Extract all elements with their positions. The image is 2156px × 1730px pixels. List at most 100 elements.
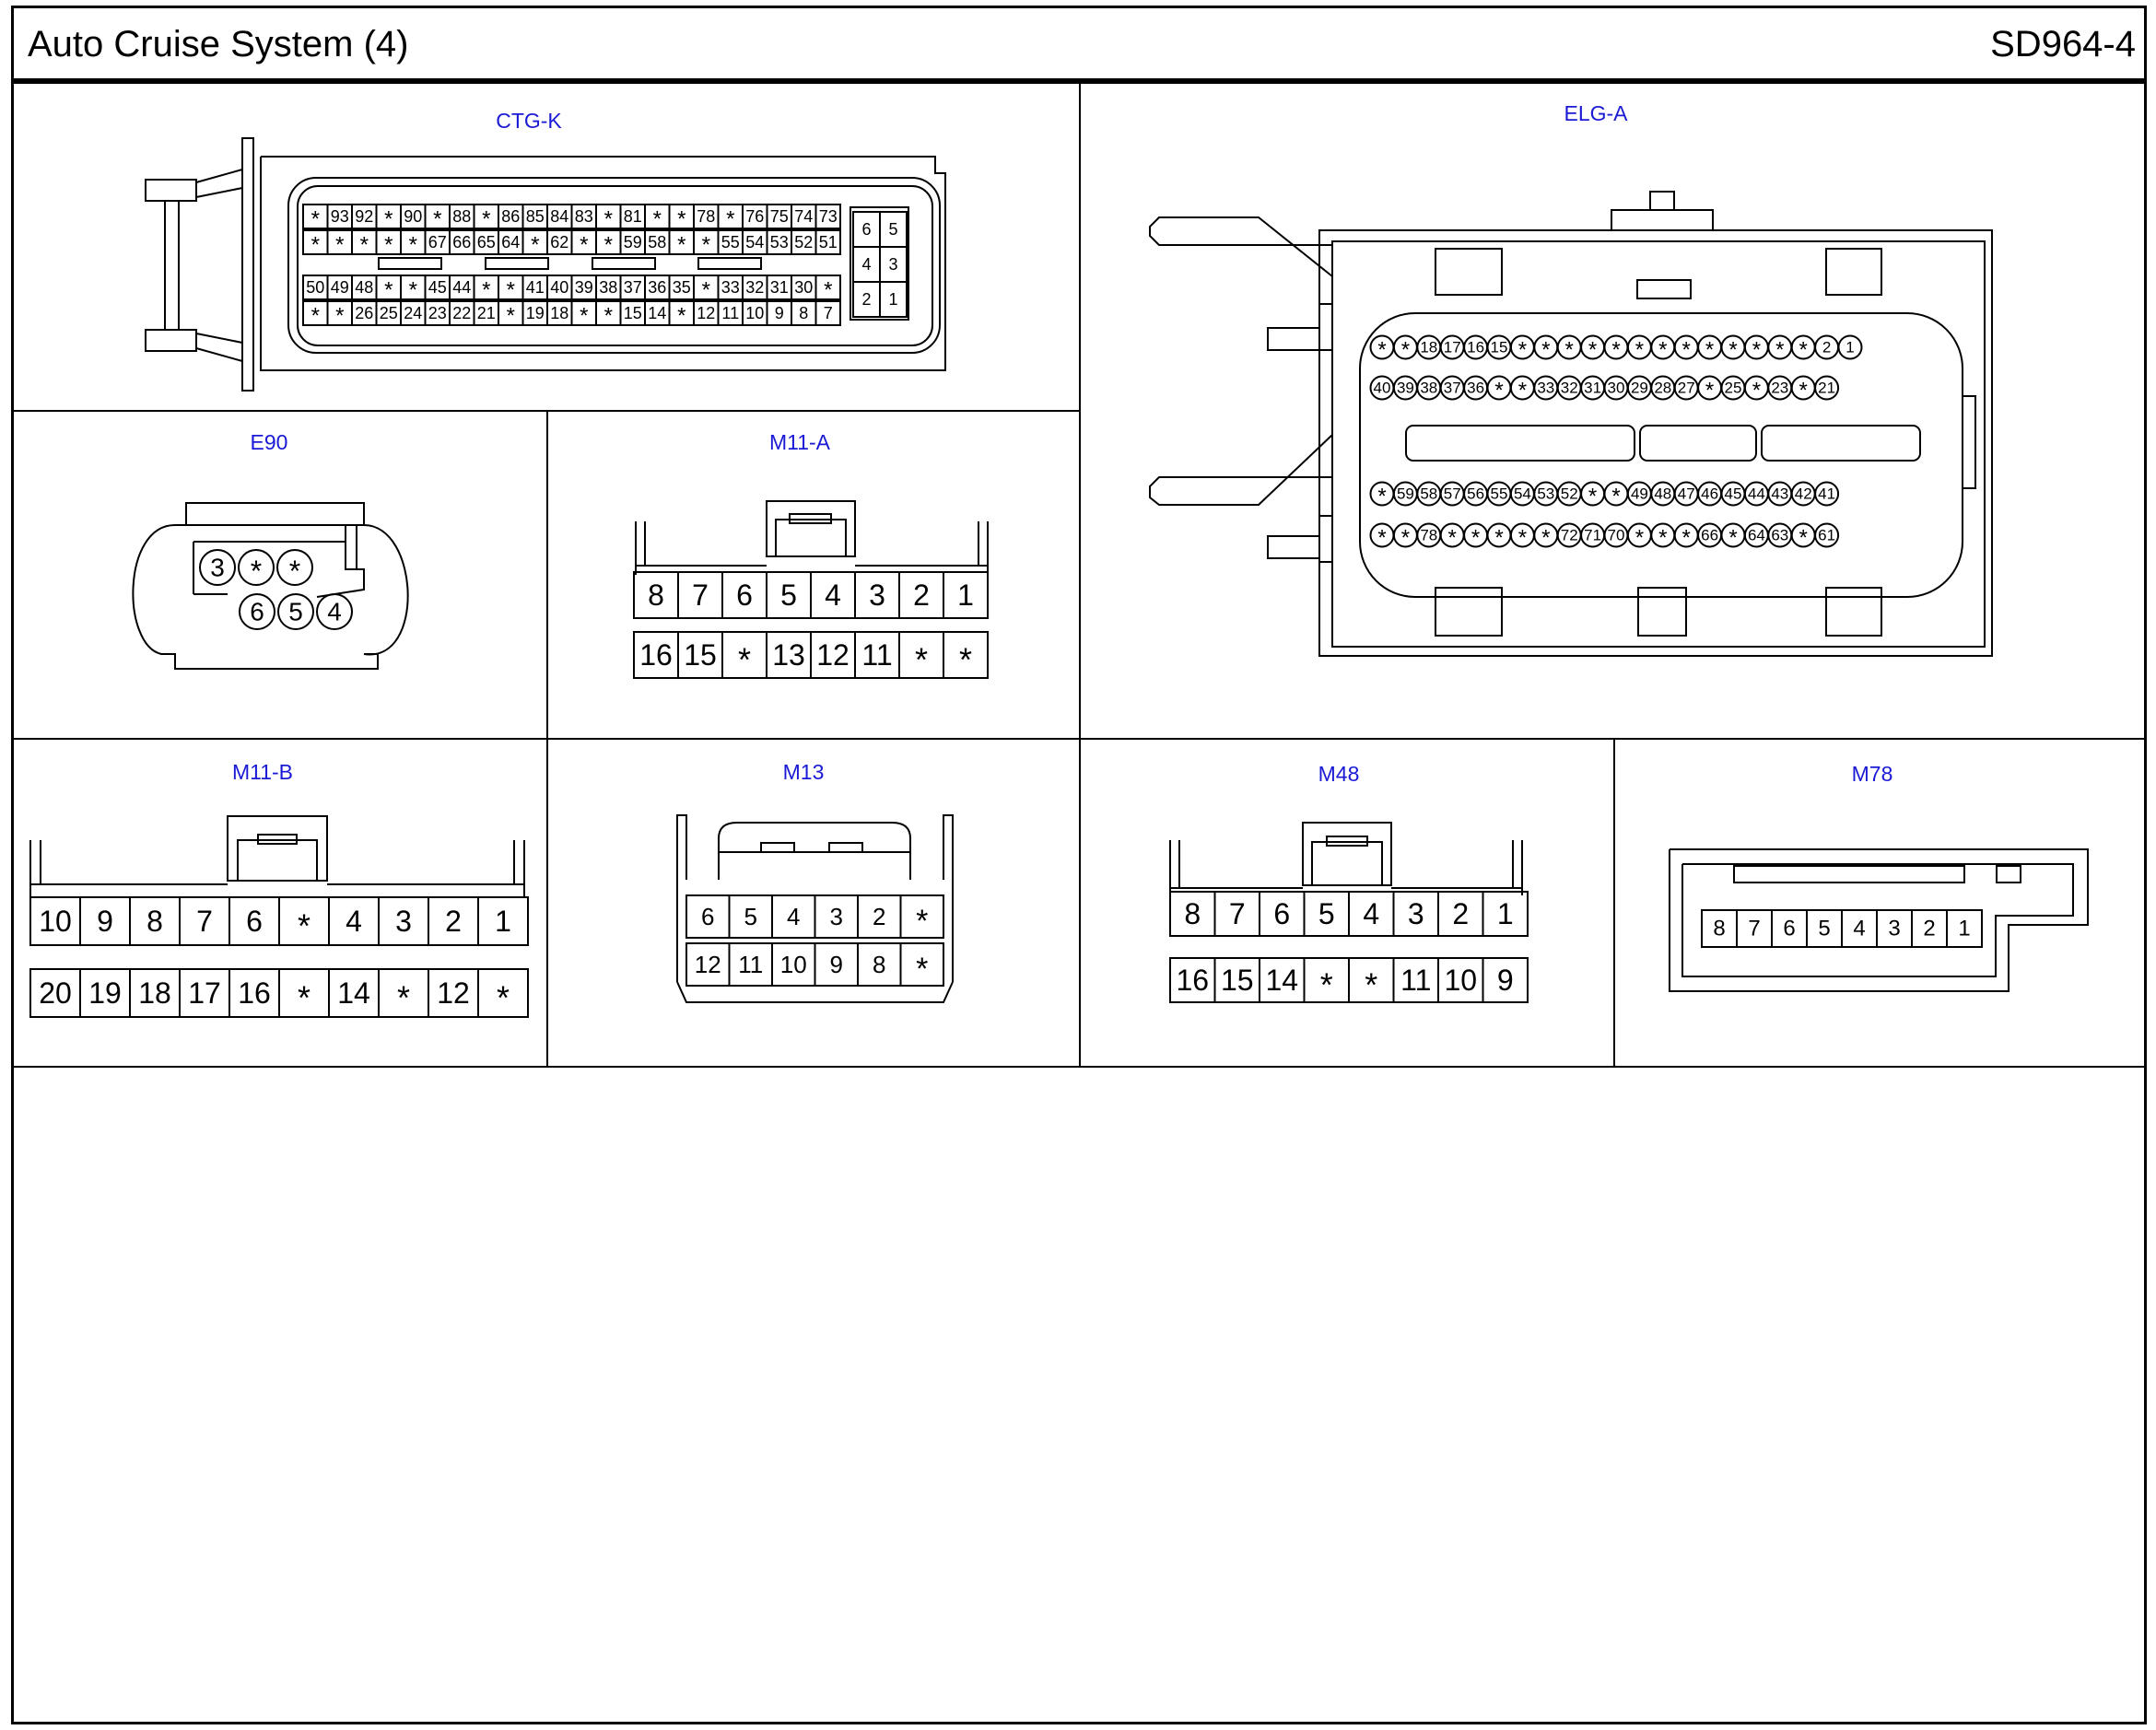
e90-pin-label: 4 [327, 598, 342, 626]
elga-pin-label: 78 [1420, 527, 1437, 544]
ctgk-pin-label: 31 [770, 278, 789, 297]
ctgk-side-label: 2 [861, 290, 871, 309]
elga-pin-label: * [1752, 338, 1761, 363]
m11a-pin-label: 7 [692, 579, 709, 612]
m78-pin-cell [1946, 909, 1983, 948]
ctgk-pin-label: * [702, 233, 710, 258]
m48-pin-cell [1482, 957, 1529, 1003]
ctgk-pin-label: 11 [721, 304, 739, 322]
diagram-frame [11, 6, 2147, 1724]
ctgk-pin-label: 36 [648, 278, 666, 297]
e90-pin-circle [239, 593, 275, 630]
ctgk-pin-label: 48 [355, 278, 373, 297]
m78-pin-label: 5 [1818, 917, 1830, 941]
m13-pin-label: 4 [787, 903, 800, 930]
ctgk-pin-label: 18 [550, 304, 568, 322]
elga-pin-label: 48 [1654, 485, 1671, 503]
m48-pin-label: 3 [1408, 897, 1424, 930]
m48-pin-label: 6 [1273, 897, 1290, 930]
elga-pin-label: 40 [1374, 380, 1391, 397]
ctgk-pin-label: 54 [745, 233, 764, 251]
ctgk-pin-label: * [726, 207, 734, 232]
m11b-pin-label: 12 [437, 976, 470, 1010]
elga-pin-label: * [1635, 526, 1644, 551]
ctgk-pin-label: 81 [624, 207, 642, 226]
ctgk-pin-label: * [580, 233, 588, 258]
ctgk-pin-label: * [580, 304, 588, 329]
elga-pin-label: 33 [1537, 380, 1554, 397]
ctgk-pin-label: * [384, 233, 393, 258]
elga-pin-label: 72 [1561, 527, 1578, 544]
ctgk-pin-label: 10 [745, 304, 764, 322]
ctgk-pin-label: 32 [745, 278, 764, 297]
m48-pin-label: 16 [1176, 964, 1209, 997]
m48-label: M48 [1318, 762, 1360, 786]
elga-pin-label: 63 [1771, 527, 1788, 544]
m11a-pin-label: 5 [780, 579, 797, 612]
elga-pin-label: 32 [1561, 380, 1578, 397]
m11b-pin-label: 16 [238, 976, 271, 1010]
m48-pin-label: 15 [1221, 964, 1254, 997]
elga-pin-label: * [1611, 338, 1620, 363]
m11a-pin-label: 4 [825, 579, 841, 612]
m13-pin-label: 5 [744, 903, 757, 930]
ctgk-pin-label: 23 [428, 304, 447, 322]
m11a-pin-cell [943, 571, 989, 619]
m11b-pin-label: * [298, 979, 311, 1017]
ctgk-pin-label: * [604, 233, 613, 258]
elga-pin-label: 39 [1397, 380, 1414, 397]
m11a-pin-label: 2 [913, 579, 930, 612]
m13-pin-label: 3 [830, 903, 843, 930]
m78-connector [1669, 848, 2089, 992]
elga-pin-label: * [1377, 485, 1386, 509]
elga-pin-label: 44 [1748, 485, 1765, 503]
ctgk-side-label: 4 [861, 255, 871, 274]
ctgk-pin-label: 92 [355, 207, 373, 226]
elga-pin-label: 28 [1654, 380, 1671, 397]
elga-pin-label: * [1448, 526, 1457, 551]
elga-pin-label: * [1682, 526, 1691, 551]
elga-pin-label: * [1494, 379, 1503, 403]
m11a-pin-label: 16 [639, 638, 673, 672]
ctgk-side-label: 3 [888, 255, 897, 274]
ctgk-pin-label: 85 [526, 207, 545, 226]
elga-pin-label: * [1728, 526, 1737, 551]
ctgk-pin-label: 62 [550, 233, 568, 251]
elga-pin-label: 59 [1397, 485, 1414, 503]
m78-pin-label: 2 [1923, 917, 1935, 941]
ctgk-pin-label: * [384, 278, 393, 303]
ctgk-pin-label: 90 [404, 207, 422, 226]
ctgk-pin-label: 26 [355, 304, 373, 322]
elga-pin-label: 70 [1608, 527, 1625, 544]
ctgk-pin-label: 44 [452, 278, 471, 297]
ctgk-pin-label: * [482, 278, 490, 303]
elga-pin-label: 29 [1631, 380, 1648, 397]
m11b-pin-label: 17 [188, 976, 221, 1010]
ctgk-pin-label: 12 [697, 304, 715, 322]
elga-pin-label: 18 [1420, 339, 1437, 357]
ctgk-pin-label: * [604, 304, 613, 329]
elga-pin-label: 2 [1822, 339, 1831, 357]
m13-pin-label: 9 [830, 951, 843, 978]
e90-pin-label: 6 [250, 598, 264, 626]
m13-connector [676, 814, 954, 1003]
m11a-pin-label: * [915, 641, 928, 679]
m11a-pin-label: * [959, 641, 972, 679]
ctgk-pin-label: * [335, 304, 344, 329]
m11b-pin-cell [477, 896, 529, 946]
ctgk-pin-label: 40 [550, 278, 568, 297]
e90-label: E90 [251, 430, 288, 454]
elga-pin-label: * [1728, 338, 1737, 363]
m11b-pin-label: 3 [395, 905, 412, 938]
elga-pin-label: 64 [1748, 527, 1765, 544]
ctgk-pin-label: 30 [794, 278, 813, 297]
elga-pin-label: * [1401, 338, 1410, 363]
m11b-connector [29, 815, 525, 898]
elga-pin-label: * [1658, 526, 1667, 551]
elga-pin-label: 41 [1818, 485, 1835, 503]
ctgk-pin-label: 75 [770, 207, 789, 226]
ctgk-pin-label: 14 [648, 304, 666, 322]
